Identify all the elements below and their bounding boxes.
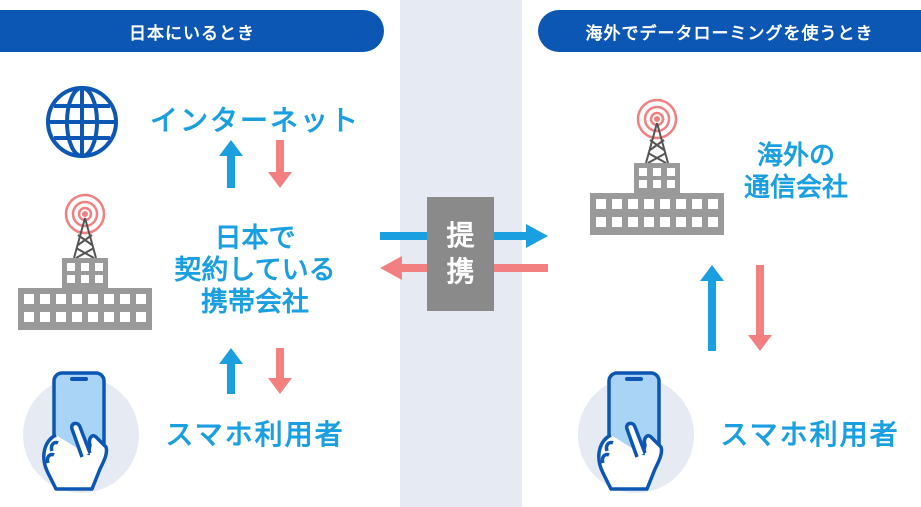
hand-phone-icon <box>578 371 694 493</box>
header-japan-label: 日本にいるとき <box>129 23 255 44</box>
arrow-up-icon <box>219 348 243 394</box>
overseas-carrier-label: 海外の 通信会社 <box>726 140 866 204</box>
header-overseas-label: 海外でデータローミングを使うとき <box>585 23 874 44</box>
globe-icon <box>46 86 118 158</box>
japan-carrier-line-3: 携帯会社 <box>201 287 309 318</box>
right-user-label: スマホ利用者 <box>720 418 900 451</box>
arrow-up-icon <box>700 265 724 351</box>
internet-label: インターネット <box>150 104 361 137</box>
arrow-up-icon <box>219 140 243 188</box>
japan-carrier-line-1: 日本で <box>214 223 296 254</box>
arrow-down-icon <box>748 265 772 351</box>
arrow-down-icon <box>268 348 292 394</box>
overseas-carrier-line-2: 通信会社 <box>743 173 848 203</box>
header-japan: 日本にいるとき <box>0 10 384 52</box>
partnership-char-1: 提 <box>446 219 475 252</box>
left-user-label: スマホ利用者 <box>165 418 345 451</box>
tower-building-icon <box>18 193 152 330</box>
partnership-char-2: 携 <box>446 255 475 288</box>
partnership-box: 提 携 <box>427 197 494 311</box>
japan-carrier-label: 日本で 契約している 携帯会社 <box>150 223 360 319</box>
japan-carrier-line-2: 契約している <box>174 255 336 286</box>
hand-phone-icon <box>23 371 139 493</box>
arrow-down-icon <box>268 140 292 188</box>
overseas-carrier-line-1: 海外の <box>756 141 835 171</box>
tower-building-icon <box>590 98 724 235</box>
header-overseas: 海外でデータローミングを使うとき <box>538 10 921 52</box>
